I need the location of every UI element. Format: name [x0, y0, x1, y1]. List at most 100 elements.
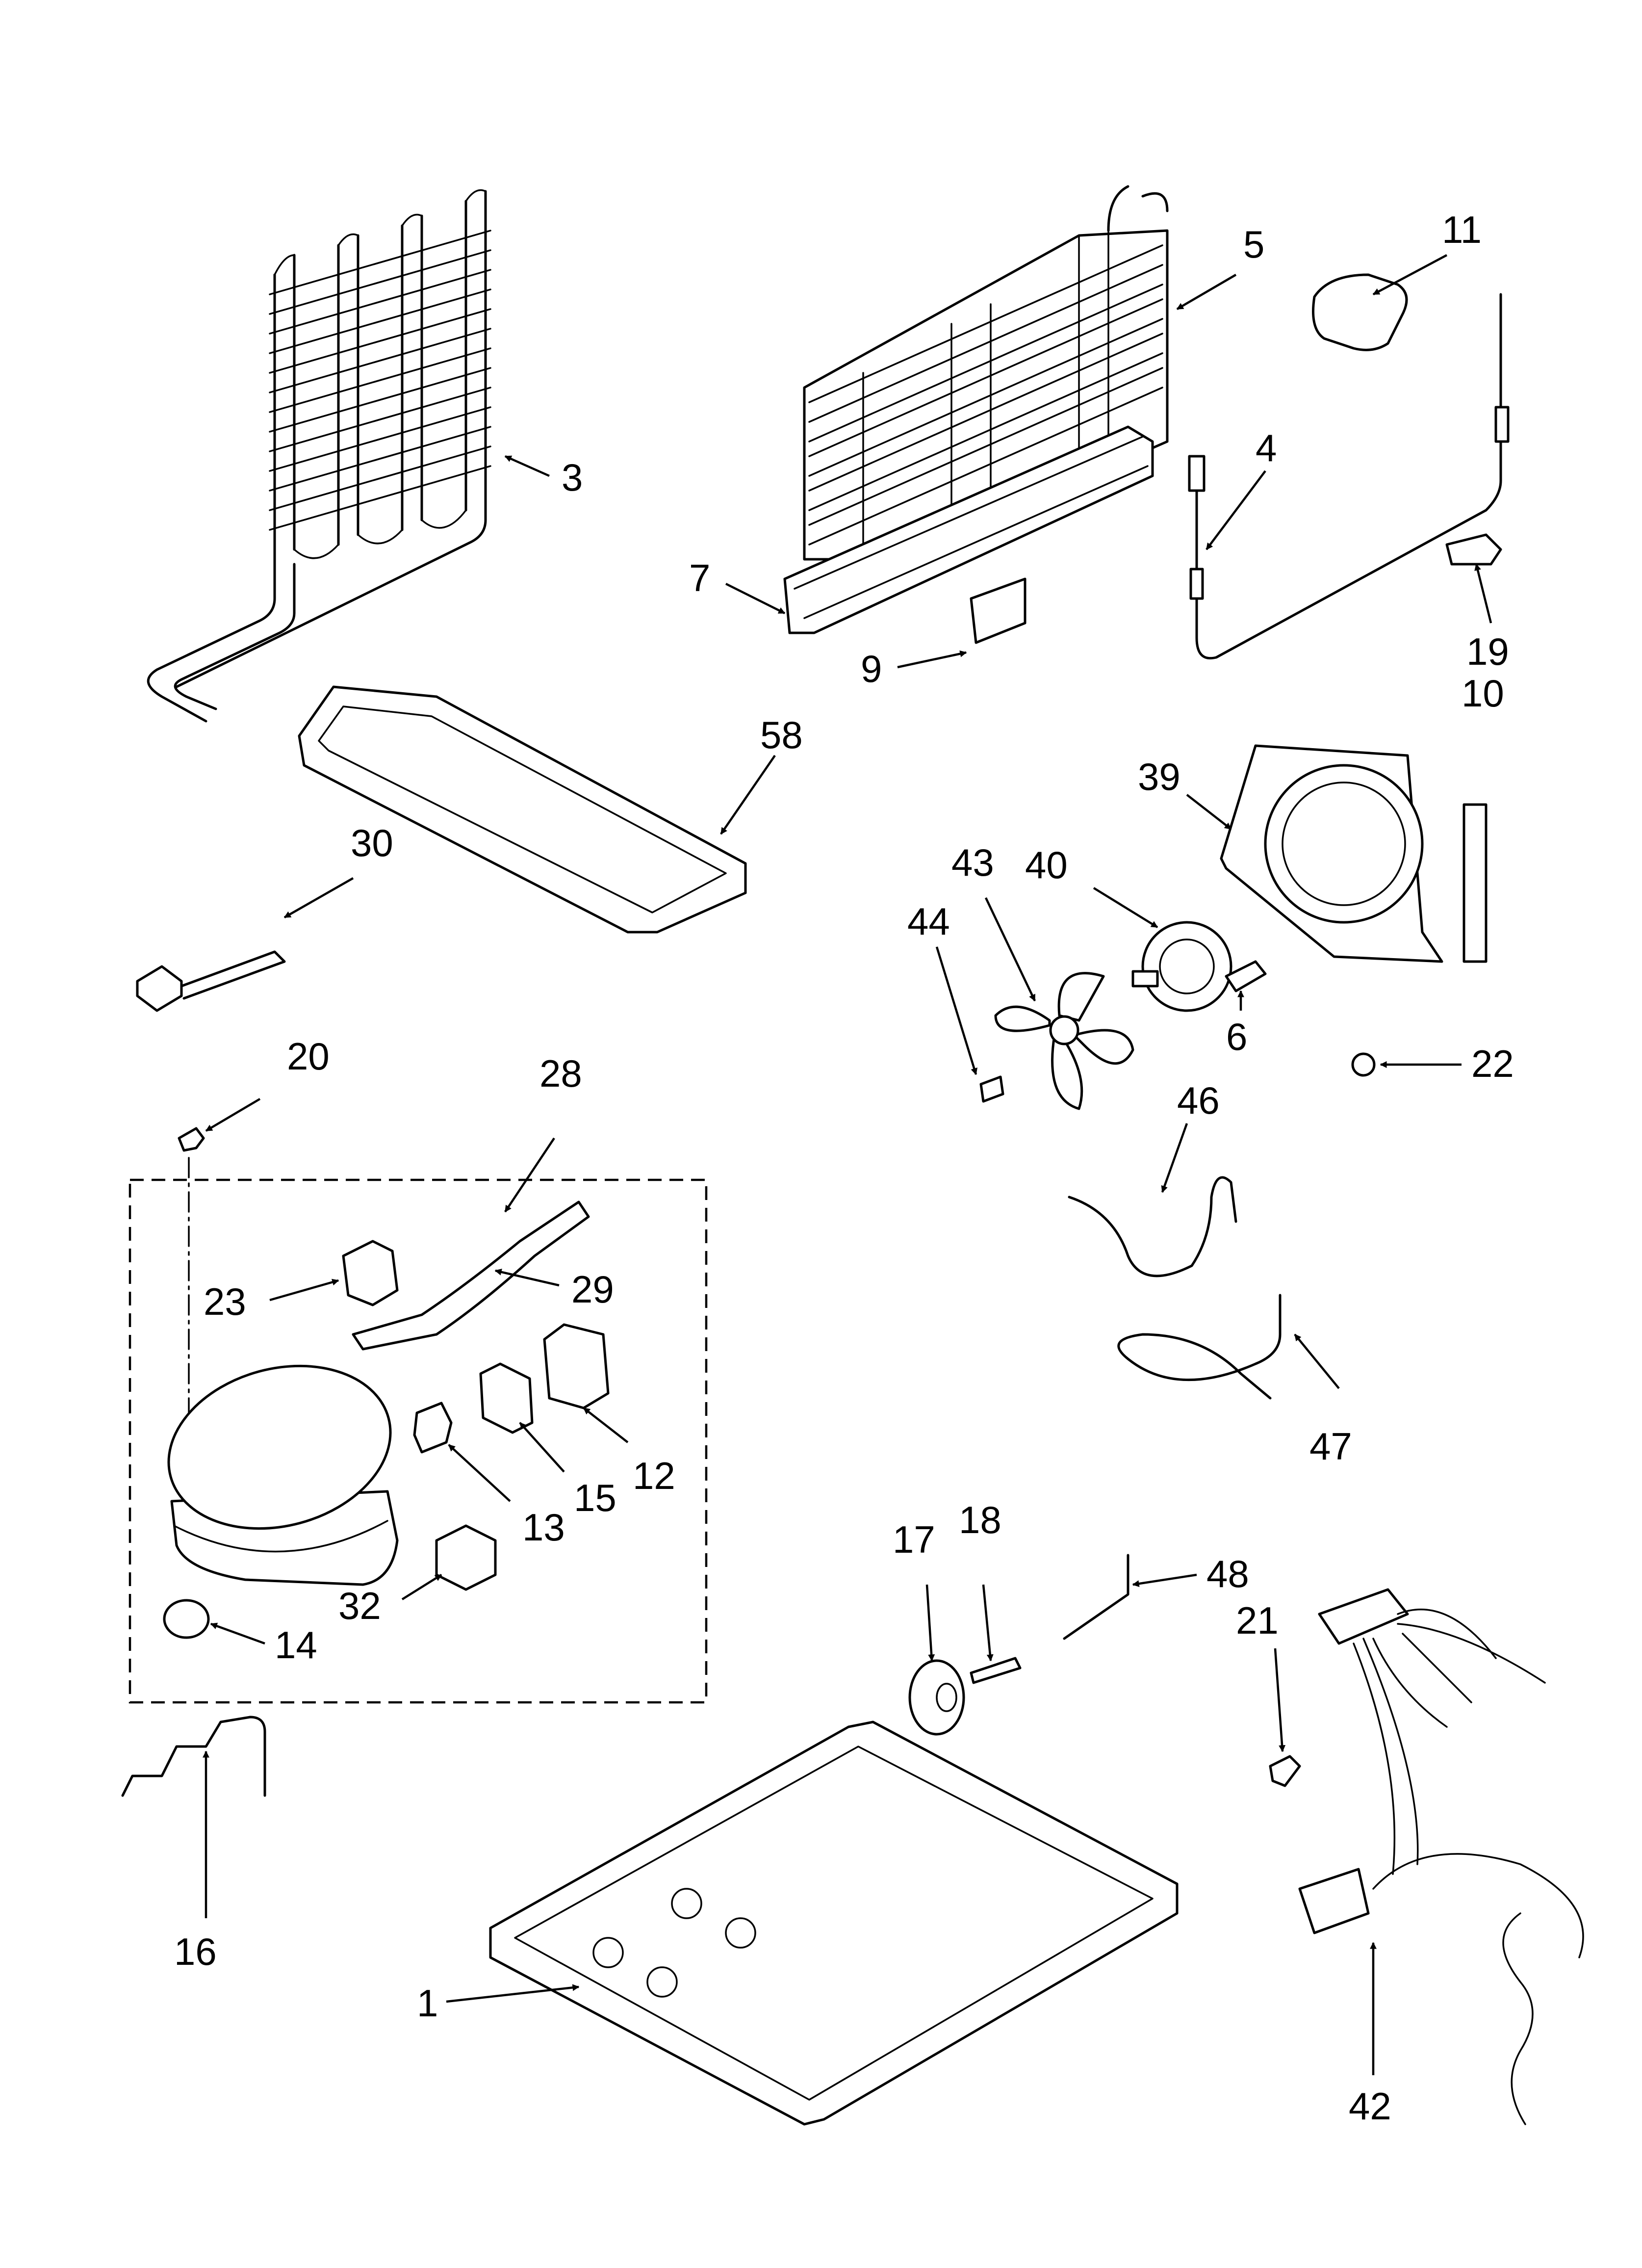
overload-12-part [543, 1323, 610, 1409]
gasket-strip-part [1462, 803, 1488, 963]
callout-39: 39 [1138, 755, 1180, 798]
callout-29: 29 [571, 1268, 614, 1311]
callout-17: 17 [893, 1518, 935, 1561]
leader-3 [504, 455, 550, 477]
callout-6: 6 [1226, 1015, 1247, 1058]
leader-14 [210, 1622, 265, 1645]
leader-48 [1132, 1573, 1197, 1588]
clip-19-part [1445, 533, 1502, 566]
callout-13: 13 [522, 1506, 565, 1549]
callout-42: 42 [1349, 2085, 1391, 2128]
leader-5 [1176, 274, 1237, 310]
callout-19: 19 [1466, 630, 1509, 673]
condenser-coil-part [147, 189, 491, 723]
leader-12 [583, 1407, 629, 1443]
roller-wheel-17-part [908, 1659, 965, 1736]
screw-21-part [1269, 1755, 1301, 1787]
leader-1 [446, 1984, 580, 2003]
base-frame-part [489, 1721, 1179, 2126]
leader-9 [897, 650, 967, 669]
leader-17 [925, 1584, 935, 1662]
cable-tie-part [136, 950, 286, 1012]
leader-19 [1474, 563, 1492, 624]
axle-18-part [970, 1657, 1022, 1684]
callout-21: 21 [1236, 1599, 1279, 1642]
callout-12: 12 [633, 1454, 675, 1497]
callout-28: 28 [539, 1052, 582, 1095]
callout-14: 14 [275, 1623, 317, 1667]
callout-7: 7 [689, 556, 710, 600]
callout-20: 20 [287, 1035, 330, 1078]
callout-labels: 1 3 4 5 6 7 9 10 11 12 13 14 15 16 17 18… [174, 208, 1514, 2128]
leader-11 [1372, 254, 1448, 295]
leader-13 [448, 1444, 511, 1502]
callout-15: 15 [574, 1476, 616, 1519]
callout-44: 44 [907, 900, 950, 943]
thermistor-harness-part [1188, 293, 1510, 659]
callout-23: 23 [204, 1280, 246, 1323]
callout-43: 43 [951, 841, 994, 884]
drain-trough-part [783, 425, 1154, 634]
callout-40: 40 [1025, 843, 1068, 886]
grommet-14-part [163, 1599, 210, 1639]
callout-11: 11 [1442, 208, 1482, 251]
leader-28 [504, 1137, 555, 1213]
callout-16: 16 [174, 1930, 217, 1973]
callout-22: 22 [1471, 1042, 1514, 1085]
callout-48: 48 [1206, 1552, 1249, 1595]
leader-23 [269, 1278, 339, 1302]
relay-15-part [479, 1362, 534, 1434]
callout-32: 32 [338, 1584, 381, 1627]
tubing-47-part [1117, 1294, 1282, 1400]
clip-44-part [979, 1075, 1004, 1103]
leader-18 [982, 1584, 994, 1662]
leader-40 [1093, 887, 1158, 928]
callout-18: 18 [959, 1498, 1001, 1541]
callout-46: 46 [1177, 1079, 1220, 1122]
capacitor-32-part [435, 1524, 497, 1591]
wiring-harness-42-part [1298, 1588, 1584, 2125]
callout-10: 10 [1462, 672, 1504, 715]
leader-lines [203, 254, 1492, 2075]
fan-shroud-part [1220, 744, 1443, 963]
leader-30 [283, 877, 354, 918]
drain-pan-part [298, 685, 747, 934]
leader-29 [494, 1269, 560, 1287]
callout-30: 30 [351, 821, 393, 864]
leader-39 [1186, 794, 1232, 830]
callout-4: 4 [1256, 426, 1277, 469]
callout-9: 9 [861, 647, 882, 690]
callout-1: 1 [417, 1981, 438, 2025]
leader-58 [720, 755, 776, 835]
compressor-part [167, 1364, 399, 1586]
leader-7 [725, 582, 786, 615]
leader-32 [401, 1574, 442, 1600]
leader-44 [935, 946, 977, 1075]
leader-47 [1294, 1333, 1340, 1389]
leader-43 [984, 897, 1036, 1002]
leader-15 [519, 1422, 565, 1473]
start-relay-23-part [342, 1240, 399, 1306]
fan-motor-part [1131, 921, 1232, 1012]
fan-blade-part [994, 972, 1134, 1110]
callout-5: 5 [1243, 223, 1264, 266]
leader-21 [1274, 1648, 1286, 1752]
screw-20-part [178, 1127, 205, 1152]
clip-9-part [970, 577, 1026, 644]
callout-58: 58 [760, 713, 803, 756]
bushing-22-part [1351, 1052, 1376, 1077]
wire-bracket-16-part [121, 1716, 266, 1797]
callout-3: 3 [562, 456, 583, 499]
compressor-kit-box [128, 1178, 708, 1704]
rod-48-part [1063, 1554, 1129, 1640]
screw-6-part [1225, 960, 1267, 992]
tubing-46-part [1068, 1176, 1237, 1277]
callout-47: 47 [1309, 1425, 1352, 1468]
leader-46 [1161, 1123, 1188, 1193]
cover-cap-part [1312, 273, 1408, 351]
connector-13-part [413, 1402, 453, 1454]
leader-4 [1206, 470, 1266, 550]
filter-drier-29-part [352, 1200, 590, 1351]
leader-20 [205, 1098, 261, 1132]
